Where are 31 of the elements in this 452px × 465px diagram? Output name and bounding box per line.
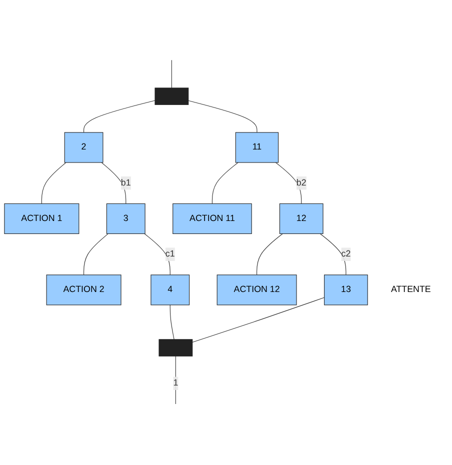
connector — [84, 234, 108, 276]
node-box: 4 — [150, 275, 190, 306]
connector — [192, 298, 325, 343]
edge-label: 1 — [173, 378, 178, 388]
connector — [275, 162, 302, 204]
connector — [171, 60, 172, 89]
node-box: 12 — [279, 204, 324, 234]
node-label: ATTENTE — [390, 285, 431, 295]
connector — [188, 100, 258, 134]
node-box: 11 — [235, 132, 279, 164]
connector — [41, 162, 66, 204]
node-box: ACTION 1 — [4, 204, 80, 234]
edge-label: c1 — [165, 250, 175, 260]
connector — [256, 234, 283, 276]
edge-label: c2 — [341, 250, 351, 260]
node-box: 13 — [324, 275, 368, 306]
connector — [101, 162, 126, 204]
connector — [84, 100, 156, 134]
connector — [320, 234, 346, 276]
node-bar — [154, 88, 189, 106]
connector — [212, 162, 238, 204]
node-box: ACTION 12 — [216, 275, 297, 306]
node-box: 2 — [64, 132, 104, 164]
edge-label: b2 — [296, 178, 306, 188]
connector — [144, 234, 170, 276]
connector — [170, 305, 174, 340]
node-box: ACTION 11 — [172, 204, 252, 234]
node-box: 3 — [106, 204, 146, 234]
node-box: ACTION 2 — [46, 275, 122, 306]
edge-label: b1 — [120, 178, 131, 188]
node-bar — [158, 340, 193, 357]
